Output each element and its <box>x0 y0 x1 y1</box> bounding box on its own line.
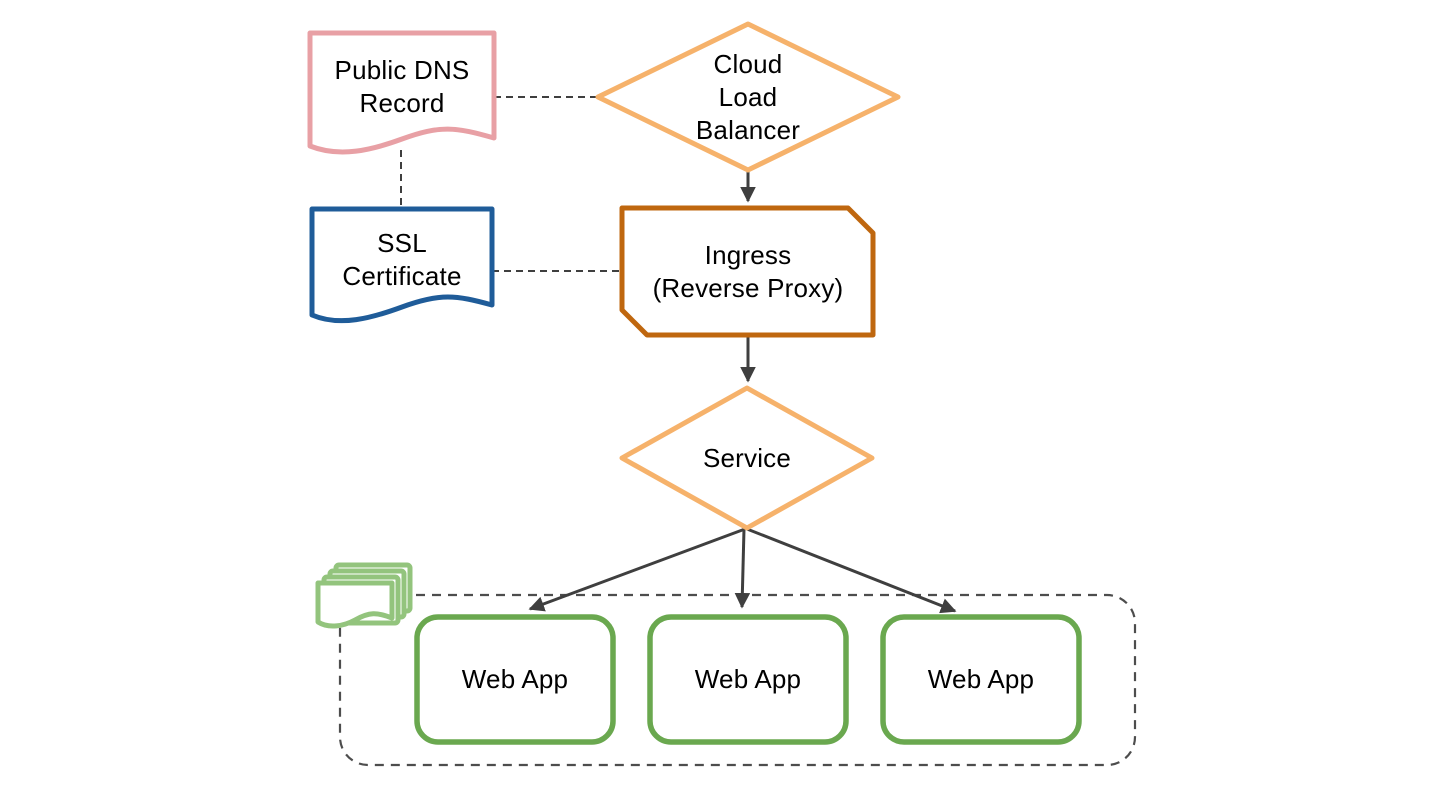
label-line: (Reverse Proxy) <box>652 273 844 303</box>
label-line: Public DNS <box>334 55 470 85</box>
edge-service-to-webapp-1 <box>528 527 746 612</box>
stacked-documents-icon-front <box>315 580 395 629</box>
label-line: Balancer <box>695 115 801 145</box>
label-cloud-load-balancer: Cloud Load Balancer <box>673 48 823 147</box>
node-cloud-load-balancer-shape <box>595 21 901 173</box>
label-webapp-3: Web App <box>901 663 1061 696</box>
label-line: Ingress <box>704 240 792 270</box>
label-webapp-2: Web App <box>668 663 828 696</box>
node-webapp-1-shape <box>414 614 616 745</box>
node-webapp-2-shape <box>647 614 849 745</box>
node-public-dns-shape <box>307 30 497 155</box>
node-service-shape <box>619 385 875 531</box>
label-line: Service <box>702 443 792 473</box>
label-ingress: Ingress (Reverse Proxy) <box>628 239 868 305</box>
label-line: SSL <box>377 228 427 258</box>
label-webapp-1: Web App <box>435 663 595 696</box>
label-ssl-certificate: SSL Certificate <box>312 227 492 293</box>
stacked-documents-icon <box>315 562 413 629</box>
label-line: Certificate <box>342 261 462 291</box>
label-public-dns: Public DNS Record <box>312 54 492 120</box>
label-line: Web App <box>461 664 569 694</box>
node-ingress-shape <box>619 205 876 338</box>
label-service: Service <box>672 442 822 475</box>
node-ssl-certificate-shape <box>309 206 495 324</box>
label-line: Web App <box>694 664 802 694</box>
label-line: Load <box>718 82 778 112</box>
label-line: Record <box>359 88 445 118</box>
edge-service-to-webapp-2 <box>734 528 751 609</box>
label-line: Web App <box>927 664 1035 694</box>
node-webapp-3-shape <box>880 614 1082 745</box>
label-line: Cloud <box>713 49 783 79</box>
edge-service-to-webapp-3 <box>746 527 957 614</box>
